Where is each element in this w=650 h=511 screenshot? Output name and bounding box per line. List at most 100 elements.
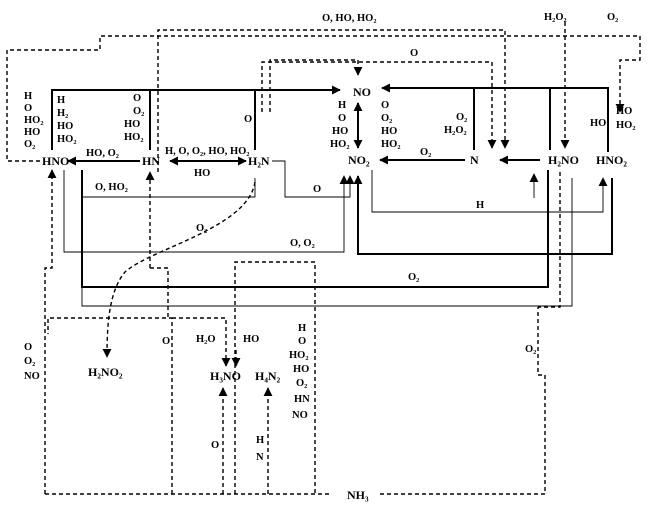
dashed-h2n-to-h2no2-curve [102,181,256,358]
dashed-hn-loop [150,267,169,318]
reaction-labels: O, HO, HO₂ H₂O₂ O₂ O H O HO₂ HO O₂ H H₂ … [24,12,635,463]
species-h3no: H₃NO [210,369,241,383]
label-stack-no-no2-right: O O₂ HO HO₂ [381,100,400,150]
label-ho-h3no: HO [243,334,259,345]
label-text: O₂ [296,378,307,389]
thin-h2n-to-no2 [272,160,355,198]
label-top-o: O [410,48,418,59]
label-text: HO₂ [57,134,76,145]
thick-hno2-to-no2 [353,175,613,255]
label-text: HO [293,364,309,375]
label-text: H [298,323,306,334]
label-o-h3no: O [211,440,219,451]
label-h2n-h2no2: O₂ [196,223,207,234]
dashed-h2no-to-nh3 [538,172,561,308]
dashed-top-to-h2no [261,61,497,149]
label-stack-hn-in: O O₂ HO HO₂ [124,93,144,143]
dashed-nh3-to-hno [44,169,57,494]
label-hn-hno: HO, O₂ [86,148,119,159]
label-text: O₂ [133,106,144,117]
species-h2no2: H₂NO₂ [88,365,123,379]
label-h2n-hno: O, HO₂ [95,182,128,193]
thick-right-to-no [381,83,609,152]
label-n-no2: O₂ [420,147,431,158]
dashed-to-h3no [172,317,231,367]
label-text: HO [332,126,348,137]
label-text: N [256,452,264,463]
species-no2: NO₂ [348,153,370,167]
label-text: O [298,336,306,347]
label-h2n-no2: O [313,184,321,195]
label-text: O [338,113,346,124]
dashed-to-h4n2 [234,261,316,494]
label-text: O [133,93,141,104]
species-no: NO [353,85,371,99]
label-text: HO [381,126,397,137]
label-text: O₂ [456,112,467,123]
dashed-to-no [269,59,363,112]
label-stack-nh3-hno: O O₂ NO [24,342,40,382]
label-stack-hno2-in: HO HO₂ [616,106,635,131]
label-text: NO [24,371,40,382]
label-text: H [57,95,65,106]
label-text: HO₂ [124,132,143,143]
label-text: HO₂ [381,139,400,150]
label-text: H [24,91,32,102]
label-text: H₂O₂ [444,125,467,136]
dashed-hno-to-hno2-loop [6,35,641,162]
species-hno2: HNO₂ [596,153,627,167]
label-hn-h2n-top: H, O, O₂, HO, HO₂ [165,146,249,157]
label-h2o: H₂O [196,334,215,345]
label-h2no-ho: HO [590,118,606,129]
label-text: O [381,100,389,111]
label-stack-no-no2-left: H O HO HO₂ [330,100,349,150]
label-stack-h4n2-in: H O HO₂ HO O₂ HN NO [289,323,310,421]
label-text: NO [292,410,308,421]
label-text: HO [124,119,140,130]
label-top-o2: O₂ [607,12,618,23]
label-text: HN [294,394,310,405]
label-hn-h2n-bottom: HO [194,168,210,179]
species-h2n: H₂N [248,154,270,168]
species-h4n2: H₄N₂ [255,369,281,383]
label-text: HO [57,121,73,132]
label-top-o-ho-ho2: O, HO, HO₂ [322,13,376,24]
label-h-arrow: H [476,200,484,211]
dashed-nh3-right-line [380,307,546,495]
label-text: HO [616,106,632,117]
label-h2n-o: O [244,114,252,125]
label-text: O₂ [381,113,392,124]
species-nodes: HNO HN H₂N NO NO₂ N H₂NO HNO₂ H₂NO₂ H₃NO… [42,85,627,502]
label-text: HO [24,127,40,138]
label-text: HO₂ [616,120,635,131]
thin-no2-to-hno2 [371,170,608,213]
connectors [6,22,641,495]
thin-bottom-loop [81,178,573,307]
label-stack-hno-in-1: H O HO₂ HO O₂ [24,91,43,150]
label-text: HO₂ [24,115,43,126]
species-h2no: H₂NO [548,153,579,167]
label-text: O₂ [24,356,35,367]
label-nh3-h2no: O₂ [525,344,536,355]
label-text: H [338,100,346,111]
label-text: HO₂ [289,350,308,361]
label-top-h2o2: H₂O₂ [544,12,567,23]
label-hno-no2: O, O₂ [290,238,315,249]
label-text: H₂ [57,108,68,119]
label-nh3-hn: O [162,336,170,347]
species-hno: HNO [42,154,69,168]
label-stack-n-in: O₂ H₂O₂ [444,112,467,136]
species-n: N [470,153,479,167]
label-text: O₂ [24,139,35,150]
thick-hno-to-no [51,85,341,150]
label-stack-h-n-h4n2: H N [256,435,264,463]
label-text: O [24,342,32,353]
label-text: HO₂ [330,139,349,150]
label-h2no-hno: O₂ [408,272,419,283]
label-text: O [24,103,32,114]
label-stack-hno-in-2: H H₂ HO HO₂ [57,95,76,145]
label-text: H [256,435,264,446]
thin-hno-to-no2 [63,170,349,253]
dashed-nh3-to-hn [47,317,173,494]
